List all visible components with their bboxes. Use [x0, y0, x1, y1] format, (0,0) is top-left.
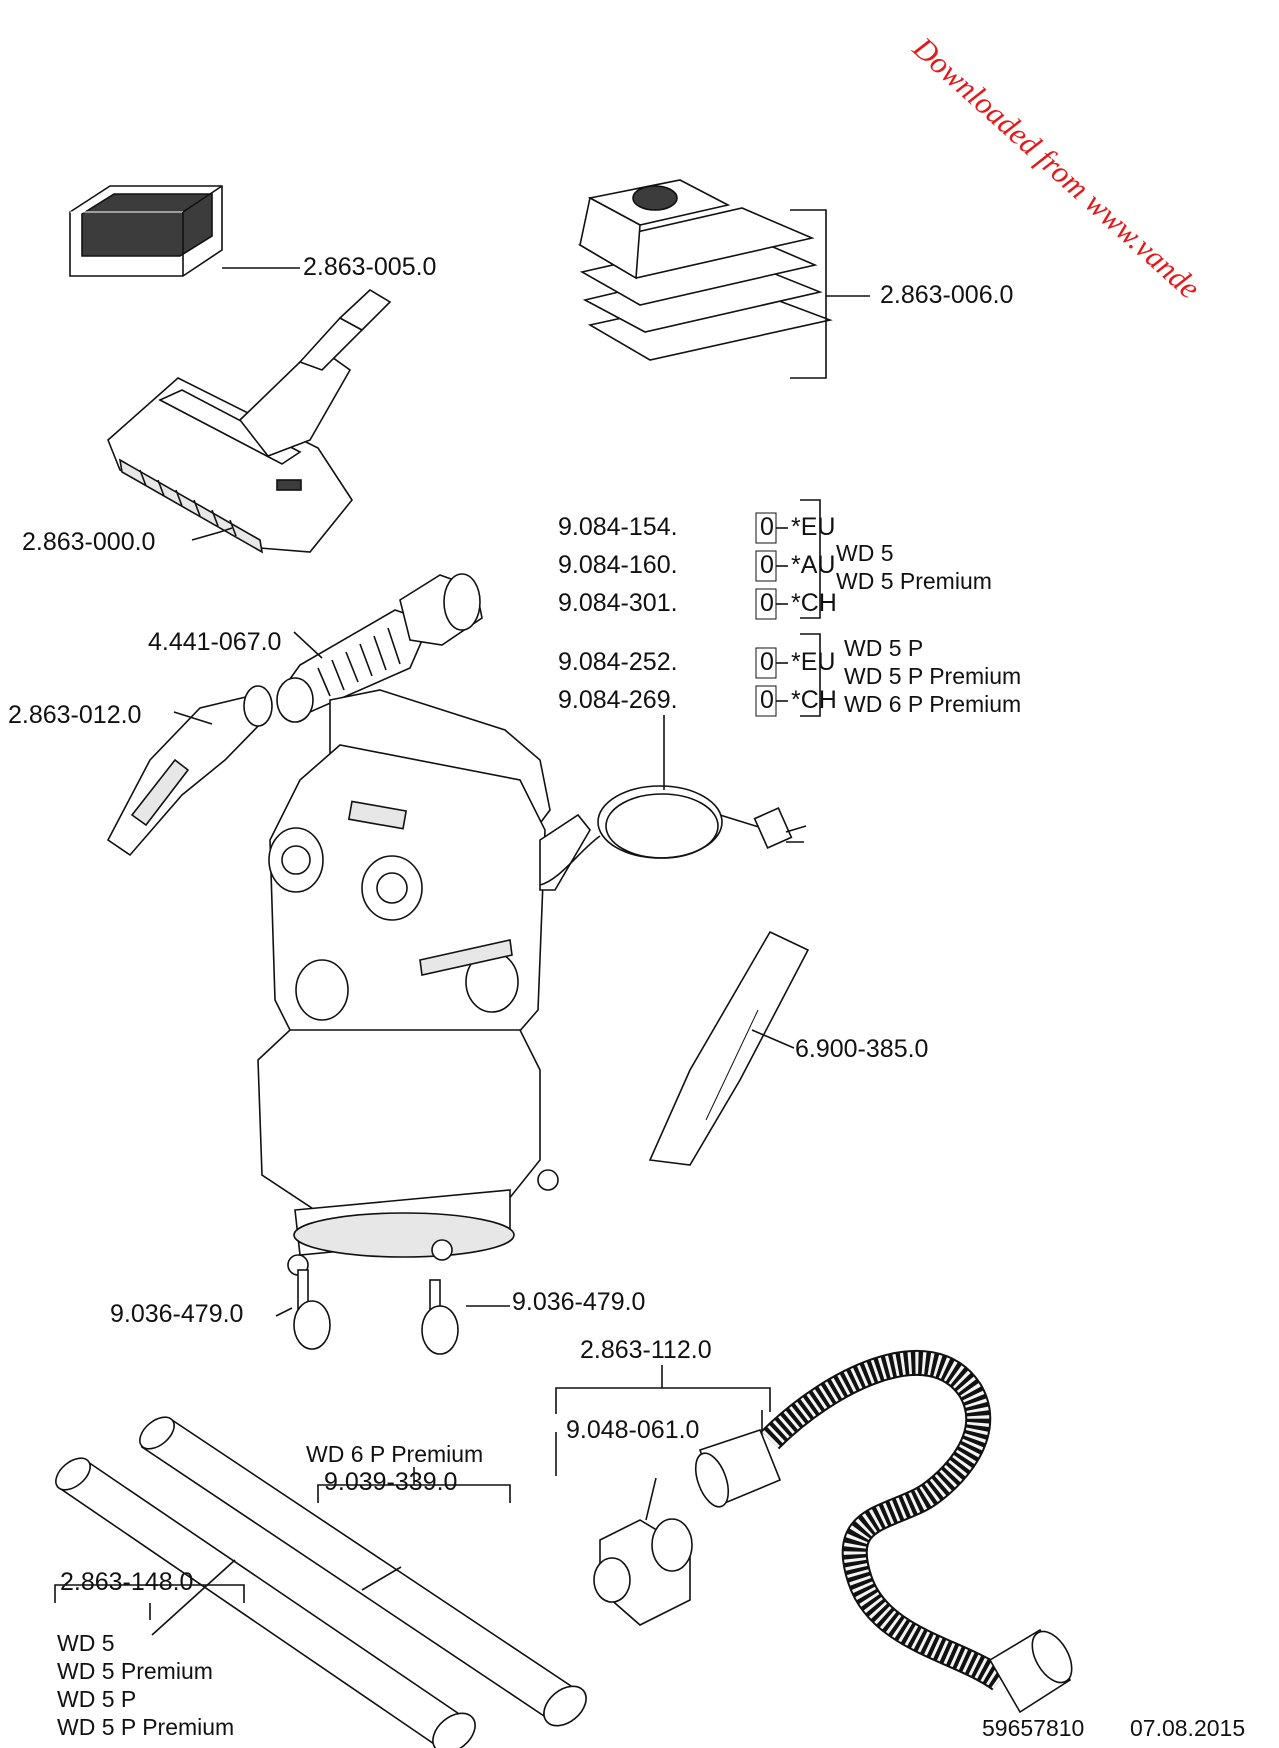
cable-variant: 0: [760, 686, 774, 714]
cable-variant: 0: [760, 513, 774, 541]
cable-region: *EU: [791, 648, 836, 676]
part-castor-right-label: 9.036-479.0: [512, 1288, 646, 1316]
cable-region: *CH: [791, 589, 837, 617]
tubes-drawing: [54, 1416, 587, 1748]
cable-variant: 0: [760, 648, 774, 676]
cable-region: *AU: [791, 551, 836, 579]
cable-variant: 0: [760, 589, 774, 617]
vacuum-cleaner-drawing: [257, 689, 591, 1276]
power-cable-drawing: [539, 715, 807, 886]
cable-variant: 0: [760, 551, 774, 579]
tubes-model-label: WD 5 P: [57, 1686, 137, 1712]
floor-nozzle-drawing: [107, 289, 392, 554]
part-elbow-label: 2.863-012.0: [8, 701, 142, 729]
cable-number: 9.084-301.: [558, 589, 678, 617]
cable-number: 9.084-252.: [558, 648, 678, 676]
model-label: WD 6 P Premium: [844, 691, 1022, 717]
model-label: WD 5 P Premium: [844, 663, 1022, 689]
adapter-drawing: [276, 573, 483, 723]
document-date: 07.08.2015: [1130, 1715, 1246, 1741]
castors-drawing: [275, 1269, 510, 1355]
part-crevice-nozzle-label: 6.900-385.0: [795, 1035, 929, 1063]
part-filter-bags-label: 2.863-006.0: [880, 281, 1014, 309]
hose-drawing: [555, 1350, 1073, 1714]
tubes-model-label: WD 5: [57, 1630, 115, 1656]
part-hose-kit-label: 2.863-112.0: [580, 1336, 712, 1364]
part-tube-premium-label: 9.039-339.0: [324, 1468, 458, 1496]
cable-region: *CH: [791, 686, 837, 714]
tubes-model-label: WD 5 Premium: [57, 1658, 213, 1684]
filter-bags-drawing: [577, 179, 870, 379]
cable-number: 9.084-160.: [558, 551, 678, 579]
model-label: WD 5 Premium: [836, 568, 992, 594]
flat-filter-drawing: [69, 185, 300, 277]
elbow-drawing: [106, 685, 273, 857]
cable-region: *EU: [791, 513, 836, 541]
cable-number: 9.084-269.: [558, 686, 678, 714]
part-hose-adapter-label: 9.048-061.0: [566, 1416, 700, 1444]
cable-number: 9.084-154.: [558, 513, 678, 541]
model-label: WD 5 P: [844, 635, 924, 661]
part-flat-filter-label: 2.863-005.0: [303, 253, 437, 281]
cable-brackets: [755, 499, 821, 717]
part-adapter-label: 4.441-067.0: [148, 628, 282, 656]
model-label: WD 5: [836, 540, 894, 566]
crevice-nozzle-drawing: [648, 930, 810, 1166]
document-number: 59657810: [982, 1715, 1085, 1741]
tube-premium-model-label: WD 6 P Premium: [306, 1441, 484, 1467]
tubes-model-label: WD 5 P Premium: [57, 1714, 235, 1740]
part-tubes-label: 2.863-148.0: [60, 1568, 194, 1596]
part-floor-nozzle-label: 2.863-000.0: [22, 528, 156, 556]
part-castor-left-label: 9.036-479.0: [110, 1300, 244, 1328]
